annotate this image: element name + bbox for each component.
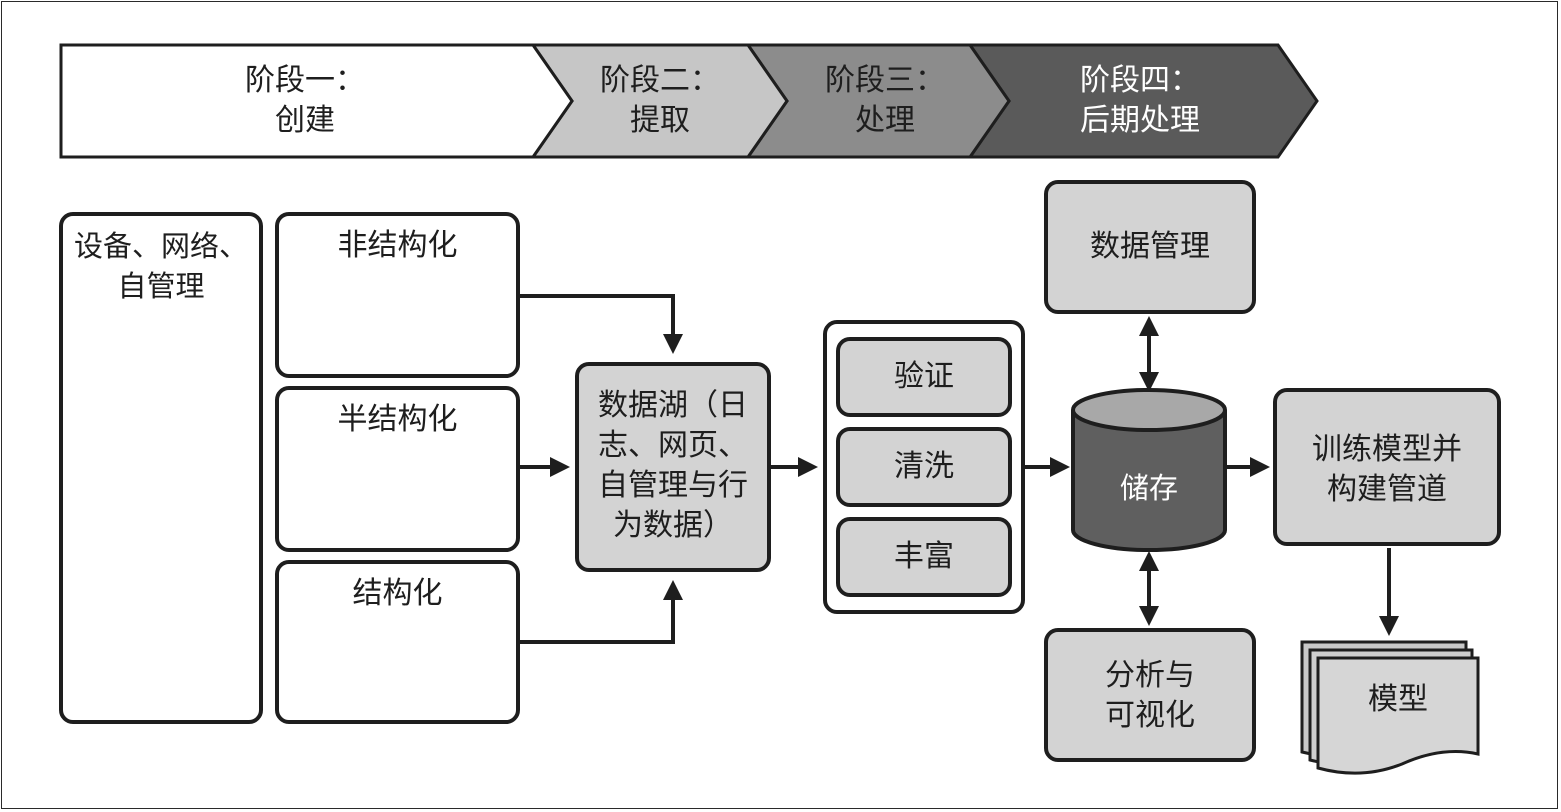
storage-label: 储存 [1119, 471, 1178, 505]
storage-cylinder [1071, 388, 1227, 552]
enrich-box [836, 517, 1012, 597]
clean-label: 清洗 [894, 449, 954, 484]
stage-3-title: 阶段三： [825, 63, 945, 98]
stage-2-title: 阶段二： [600, 63, 720, 98]
structured-box [275, 560, 520, 724]
arrow-unstructured-to-lake [520, 294, 683, 354]
data-lake-line2: 志、网页、 [598, 428, 748, 463]
data-management-box [1044, 180, 1256, 314]
sources-line1: 设备、网络、 [73, 229, 248, 263]
data-lake-line4: 为数据） [613, 508, 733, 543]
sources-line2: 自管理 [117, 269, 205, 303]
training-label: 训练模型并 构建管道 [1273, 430, 1501, 510]
structured-label: 结构化 [352, 576, 443, 611]
sources-label: 设备、网络、 自管理 [61, 226, 261, 306]
arrow-structured-to-lake [520, 580, 683, 644]
data-management-label: 数据管理 [1090, 229, 1210, 264]
clean-box [836, 427, 1012, 507]
training-box [1273, 388, 1501, 546]
unstructured-box [275, 212, 520, 378]
semistructured-label: 半结构化 [337, 402, 458, 437]
stage-1-label: 阶段一： 创建 [200, 61, 410, 141]
stage-3-subtitle: 处理 [855, 103, 915, 138]
enrich-label: 丰富 [894, 539, 954, 574]
stage-4-label: 阶段四： 后期处理 [1030, 61, 1250, 141]
stage-2-subtitle: 提取 [630, 103, 690, 138]
semistructured-box [275, 386, 520, 552]
data-lake-box [575, 362, 771, 572]
stage-4-subtitle: 后期处理 [1080, 103, 1200, 138]
stage-1-subtitle: 创建 [275, 103, 335, 138]
data-lake-label: 数据湖（日 志、网页、 自管理与行 为数据） [575, 386, 771, 546]
model-label: 模型 [1368, 682, 1428, 717]
data-lake-line3: 自管理与行 [598, 468, 748, 503]
analysis-label: 分析与 可视化 [1044, 656, 1256, 736]
analysis-box [1044, 628, 1256, 762]
validate-label: 验证 [894, 359, 954, 394]
data-lake-line1: 数据湖（日 [598, 388, 748, 423]
training-line2: 构建管道 [1327, 472, 1447, 507]
unstructured-label: 非结构化 [337, 228, 458, 263]
sources-box [59, 212, 263, 724]
model-documents-icon [1300, 640, 1480, 775]
validate-box [836, 337, 1012, 417]
stage-2-label: 阶段二： 提取 [570, 61, 750, 141]
stage-1-chevron [59, 43, 574, 159]
training-line1: 训练模型并 [1312, 432, 1462, 467]
analysis-line2: 可视化 [1105, 698, 1195, 733]
analysis-line1: 分析与 [1105, 658, 1195, 693]
stage-1-title: 阶段一： [245, 63, 365, 98]
stage-4-title: 阶段四： [1080, 63, 1200, 98]
stage-3-label: 阶段三： 处理 [785, 61, 985, 141]
